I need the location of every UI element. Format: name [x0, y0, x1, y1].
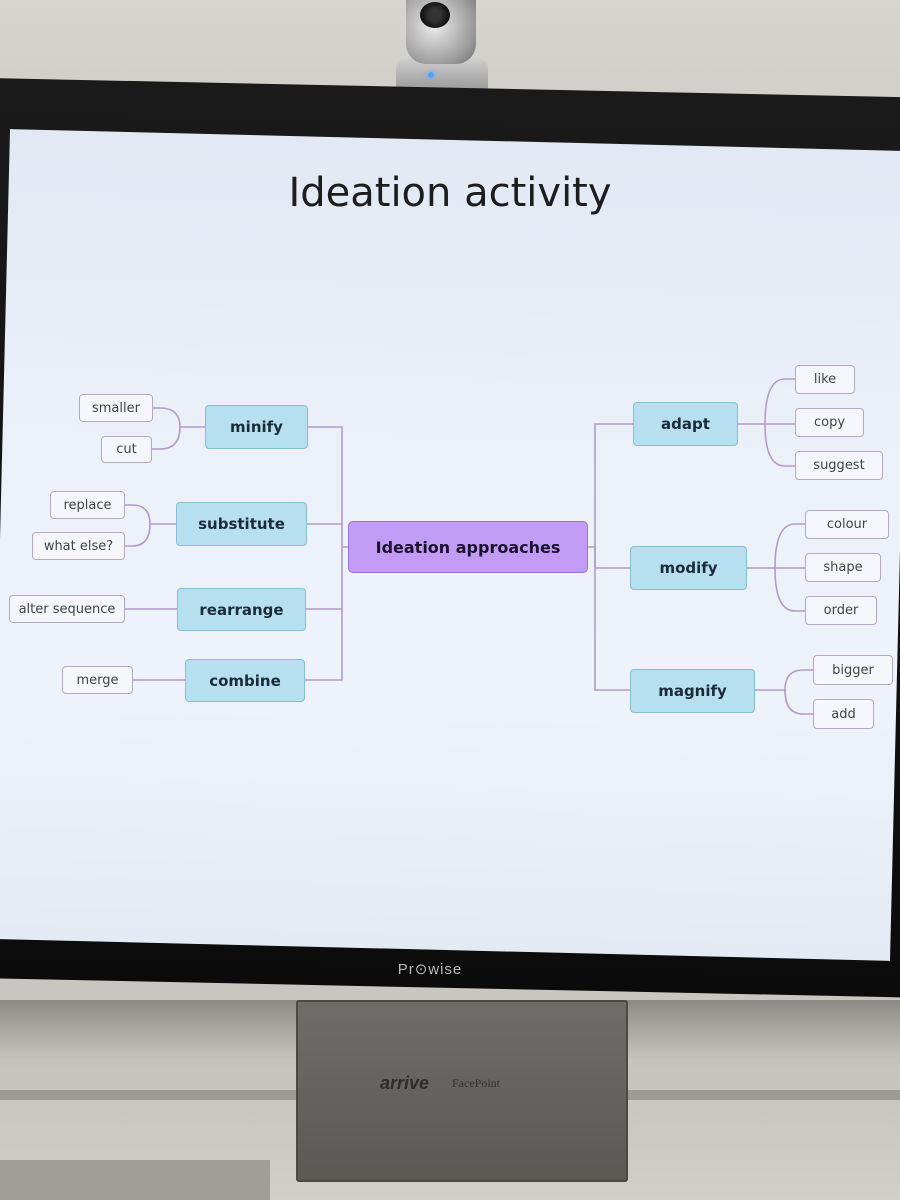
- connector-line-11: [594, 547, 630, 569]
- connector-line-4: [153, 407, 205, 428]
- camera-indicator-light: [428, 72, 434, 78]
- leaf-like: like: [795, 365, 855, 394]
- connector-line-18: [774, 567, 805, 612]
- connector-line-3: [305, 547, 343, 681]
- leaf-replace: replace: [50, 491, 125, 519]
- connector-line-12: [594, 547, 630, 691]
- branch-magnify: magnify: [630, 669, 755, 713]
- connector-line-6: [125, 504, 176, 525]
- branch-rearrange: rearrange: [177, 588, 306, 631]
- branch-modify: modify: [630, 546, 747, 590]
- connector-line-0: [308, 426, 348, 548]
- connector-line-20: [784, 689, 813, 715]
- branch-adapt: adapt: [633, 402, 738, 446]
- leaf-what-else: what else?: [32, 532, 125, 560]
- connector-line-7: [125, 523, 151, 547]
- branch-combine: combine: [185, 659, 305, 702]
- leaf-shape: shape: [805, 553, 881, 582]
- device-product: FacePoint: [452, 1076, 500, 1090]
- connector-line-15: [764, 423, 795, 467]
- leaf-colour: colour: [805, 510, 889, 539]
- leaf-add: add: [813, 699, 874, 729]
- leaf-bigger: bigger: [813, 655, 893, 685]
- connector-line-19: [755, 669, 813, 691]
- connector-line-13: [738, 378, 795, 425]
- connector-line-10: [588, 423, 633, 548]
- leaf-copy: copy: [795, 408, 864, 437]
- leaf-order: order: [805, 596, 877, 625]
- cable-tray: [0, 1160, 270, 1200]
- branch-substitute: substitute: [176, 502, 307, 546]
- connector-line-5: [152, 426, 181, 450]
- leaf-cut: cut: [101, 436, 152, 463]
- branch-minify: minify: [205, 405, 308, 449]
- center-node: Ideation approaches: [348, 521, 588, 573]
- leaf-smaller: smaller: [79, 394, 153, 422]
- connector-line-16: [747, 523, 805, 569]
- leaf-merge: merge: [62, 666, 133, 694]
- video-conference-device: [296, 1000, 628, 1182]
- monitor-brand-label: Pr⊙wise: [397, 961, 463, 978]
- slide-title: Ideation activity: [288, 170, 612, 216]
- camera-lens: [420, 2, 450, 28]
- leaf-suggest: suggest: [795, 451, 883, 480]
- device-brand: arrive: [380, 1073, 430, 1093]
- leaf-alter-sequence: alter sequence: [9, 595, 125, 623]
